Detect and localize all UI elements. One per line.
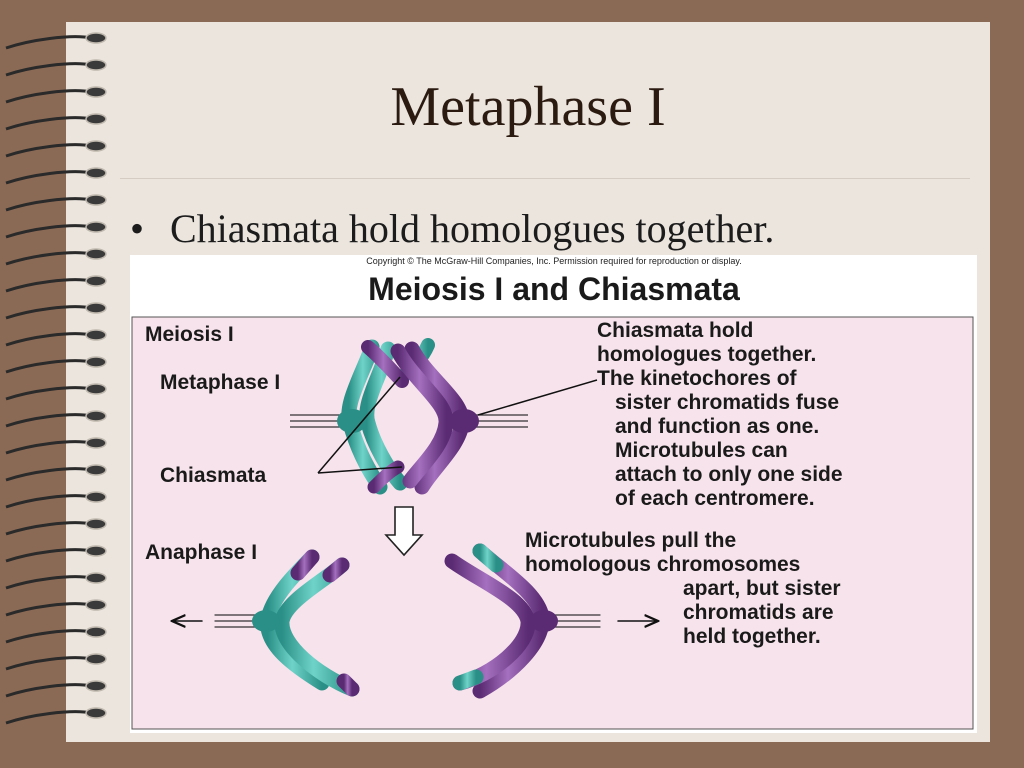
spiral-wire: [5, 548, 93, 563]
spiral-wire: [5, 629, 93, 644]
anaphase-line-2: homologous chromosomes: [525, 553, 800, 576]
spiral-wire: [5, 251, 93, 266]
chiasmata-pointer-lines: [317, 376, 598, 474]
spiral-wire: [5, 386, 93, 401]
spiral-wire: [5, 116, 93, 131]
spiral-wire: [5, 170, 93, 185]
anaphase-chromosome-right: [444, 543, 658, 699]
spiral-hole: [85, 572, 107, 584]
anaphase-chromosome-left: [172, 549, 360, 697]
spiral-wire: [5, 332, 93, 347]
spiral-hole: [85, 302, 107, 314]
metaphase-line-8: of each centromere.: [615, 487, 815, 510]
anaphase-line-4: chromatids are: [683, 601, 834, 624]
metaphase-line-5: and function as one.: [615, 415, 819, 438]
spiral-hole: [85, 626, 107, 638]
metaphase-line-3: The kinetochores of: [597, 367, 798, 390]
slide-title: Metaphase I: [390, 76, 666, 138]
spiral-wire: [5, 224, 93, 239]
spiral-hole: [85, 464, 107, 476]
spiral-wire: [5, 683, 93, 698]
spiral-hole: [85, 491, 107, 503]
spiral-hole: [85, 707, 107, 719]
metaphase-line-2: homologues together.: [597, 343, 816, 366]
spiral-hole: [85, 410, 107, 422]
spindle-fibers-right: [475, 414, 528, 428]
metaphase-line-6: Microtubules can: [615, 439, 788, 462]
anaphase-line-1: Microtubules pull the: [525, 529, 736, 552]
spiral-wire: [5, 62, 93, 77]
spiral-hole: [85, 194, 107, 206]
spiral-hole: [85, 680, 107, 692]
label-meiosis-i: Meiosis I: [145, 323, 234, 346]
bullet-symbol: •: [130, 206, 145, 251]
spiral-wire: [5, 440, 93, 455]
spiral-hole: [85, 599, 107, 611]
metaphase-line-7: attach to only one side: [615, 463, 843, 486]
spiral-wire: [5, 602, 93, 617]
spiral-hole: [85, 167, 107, 179]
metaphase-chromosome-pair: [290, 338, 598, 495]
spiral-binding: [5, 32, 107, 725]
spiral-wire: [5, 710, 93, 725]
figure-heading: Meiosis I and Chiasmata: [368, 271, 740, 307]
anaphase-line-3: apart, but sister: [683, 577, 841, 600]
spiral-hole: [85, 248, 107, 260]
spiral-hole: [85, 86, 107, 98]
down-arrow-icon: [384, 506, 424, 557]
anaphase-line-5: held together.: [683, 625, 821, 648]
spiral-wire: [5, 197, 93, 212]
spiral-hole: [85, 518, 107, 530]
spiral-hole: [85, 32, 107, 44]
bullet-text: Chiasmata hold homologues together.: [170, 206, 775, 251]
spiral-hole: [85, 140, 107, 152]
copyright-note: Copyright © The McGraw-Hill Companies, I…: [366, 256, 741, 266]
spiral-hole: [85, 653, 107, 665]
spiral-wire: [5, 89, 93, 104]
label-metaphase-i: Metaphase I: [160, 371, 280, 394]
spiral-hole: [85, 545, 107, 557]
spiral-hole: [85, 113, 107, 125]
metaphase-line-1: Chiasmata hold: [597, 319, 753, 342]
spindle-fibers-left: [290, 414, 342, 428]
bullet-item: • Chiasmata hold homologues together.: [130, 205, 774, 252]
spiral-hole: [85, 221, 107, 233]
spiral-wire: [5, 575, 93, 590]
spiral-hole: [85, 275, 107, 287]
spiral-wire: [5, 521, 93, 536]
label-anaphase-i: Anaphase I: [145, 541, 257, 564]
spiral-hole: [85, 383, 107, 395]
spiral-wire: [5, 305, 93, 320]
spiral-hole: [85, 329, 107, 341]
spiral-hole: [85, 59, 107, 71]
spiral-wire: [5, 467, 93, 482]
spiral-wire: [5, 278, 93, 293]
spiral-wire: [5, 35, 93, 50]
spiral-hole: [85, 356, 107, 368]
label-chiasmata: Chiasmata: [160, 464, 267, 487]
meiosis-figure: Copyright © The McGraw-Hill Companies, I…: [130, 255, 977, 733]
spiral-wire: [5, 494, 93, 509]
spiral-wire: [5, 143, 93, 158]
figure-panel: [131, 316, 974, 730]
spiral-hole: [85, 437, 107, 449]
title-divider: [120, 178, 970, 179]
spiral-wire: [5, 413, 93, 428]
spiral-wire: [5, 656, 93, 671]
spiral-wire: [5, 359, 93, 374]
metaphase-line-4: sister chromatids fuse: [615, 391, 839, 414]
